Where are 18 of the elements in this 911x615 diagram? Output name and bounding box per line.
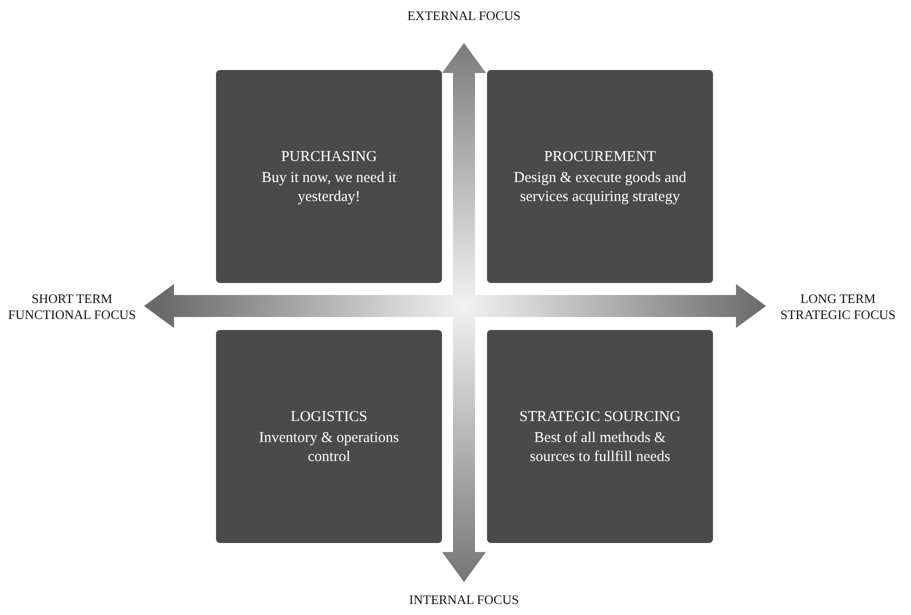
quadrant-box xyxy=(216,330,442,543)
quadrant-box xyxy=(487,70,713,283)
quadrant-description: Inventory & operations control xyxy=(258,429,400,467)
quadrant-box xyxy=(487,330,713,543)
axis-label: INTERNAL FOCUS xyxy=(364,592,564,608)
quadrant-title: LOGISTICS xyxy=(290,408,368,427)
double-arrow xyxy=(144,284,766,328)
quadrant-description: Buy it now, we need it yesterday! xyxy=(260,169,398,207)
axis-label: EXTERNAL FOCUS xyxy=(364,8,564,24)
quadrant-title: PURCHASING xyxy=(280,148,378,167)
quadrant-title: STRATEGIC SOURCING xyxy=(518,408,682,427)
axis-label: LONG TERM STRATEGIC FOCUS xyxy=(768,291,908,323)
quadrant-title: PROCUREMENT xyxy=(543,148,657,167)
quadrant-description: Design & execute goods and services acquiring strategy xyxy=(512,169,688,207)
quadrant-description: Best of all methods & sources to fullfill needs xyxy=(528,429,672,467)
double-arrow xyxy=(442,43,486,582)
quadrant-box xyxy=(216,70,442,283)
axis-label: SHORT TERM FUNCTIONAL FOCUS xyxy=(2,291,142,323)
